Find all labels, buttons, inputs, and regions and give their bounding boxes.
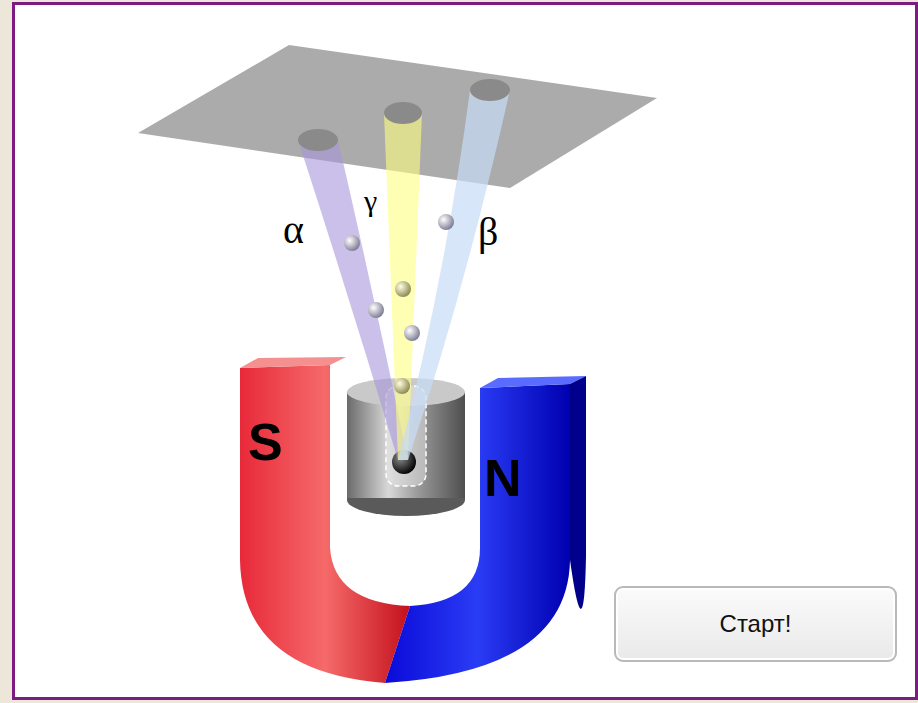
button-text: Старт! [720,610,792,638]
north-pole-label: N [484,452,522,504]
beta-label: β [478,212,498,252]
alpha-label: α [283,210,304,250]
start-button: Старт! [614,586,897,662]
south-pole-label: S [248,416,283,468]
gamma-label: γ [364,186,377,216]
